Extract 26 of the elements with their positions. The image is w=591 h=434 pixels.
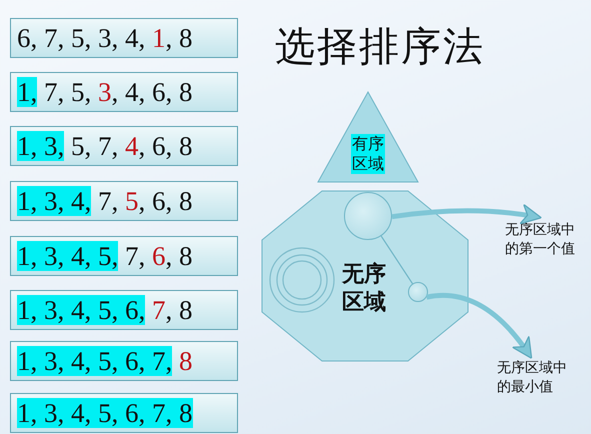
sequence-box [10,393,238,433]
number-sequence: 1, 3, 4, 5, 7, 6, 8 [17,240,192,272]
connector-line [380,236,413,284]
curved-arrow [392,204,542,225]
callout-text: 无序区域中的第一个值 [505,221,577,259]
sequence-box [10,341,238,381]
number-sequence: 1, 3, 4, 5, 6, 7, 8 [17,397,192,429]
number-sequence: 6, 7, 5, 3, 4, 1, 8 [17,22,192,54]
sequence-box [10,290,238,330]
callout-text: 无序区域中的最小值 [497,359,569,397]
number-sequence: 1, 7, 5, 3, 4, 6, 8 [17,76,192,108]
number-sequence: 1, 3, 5, 7, 4, 6, 8 [17,130,192,162]
region-label: 无序区域 [342,261,387,317]
number-sequence: 1, 3, 4, 5, 6, 7, 8 [17,294,192,326]
octagon-shape [262,191,468,361]
region-label: 有序区域 [351,134,385,174]
number-sequence: 1, 3, 4, 5, 6, 7, 8 [17,345,192,377]
number-sequence: 1, 3, 4, 7, 5, 6, 8 [17,185,192,217]
sequence-box [10,126,238,166]
triangle-shape [318,92,418,182]
sequence-box [10,18,238,58]
sequence-box [10,236,238,276]
sequence-box [10,72,238,112]
sequence-box [10,181,238,221]
title: 选择排序法 [275,23,485,72]
curved-arrow [426,292,532,359]
